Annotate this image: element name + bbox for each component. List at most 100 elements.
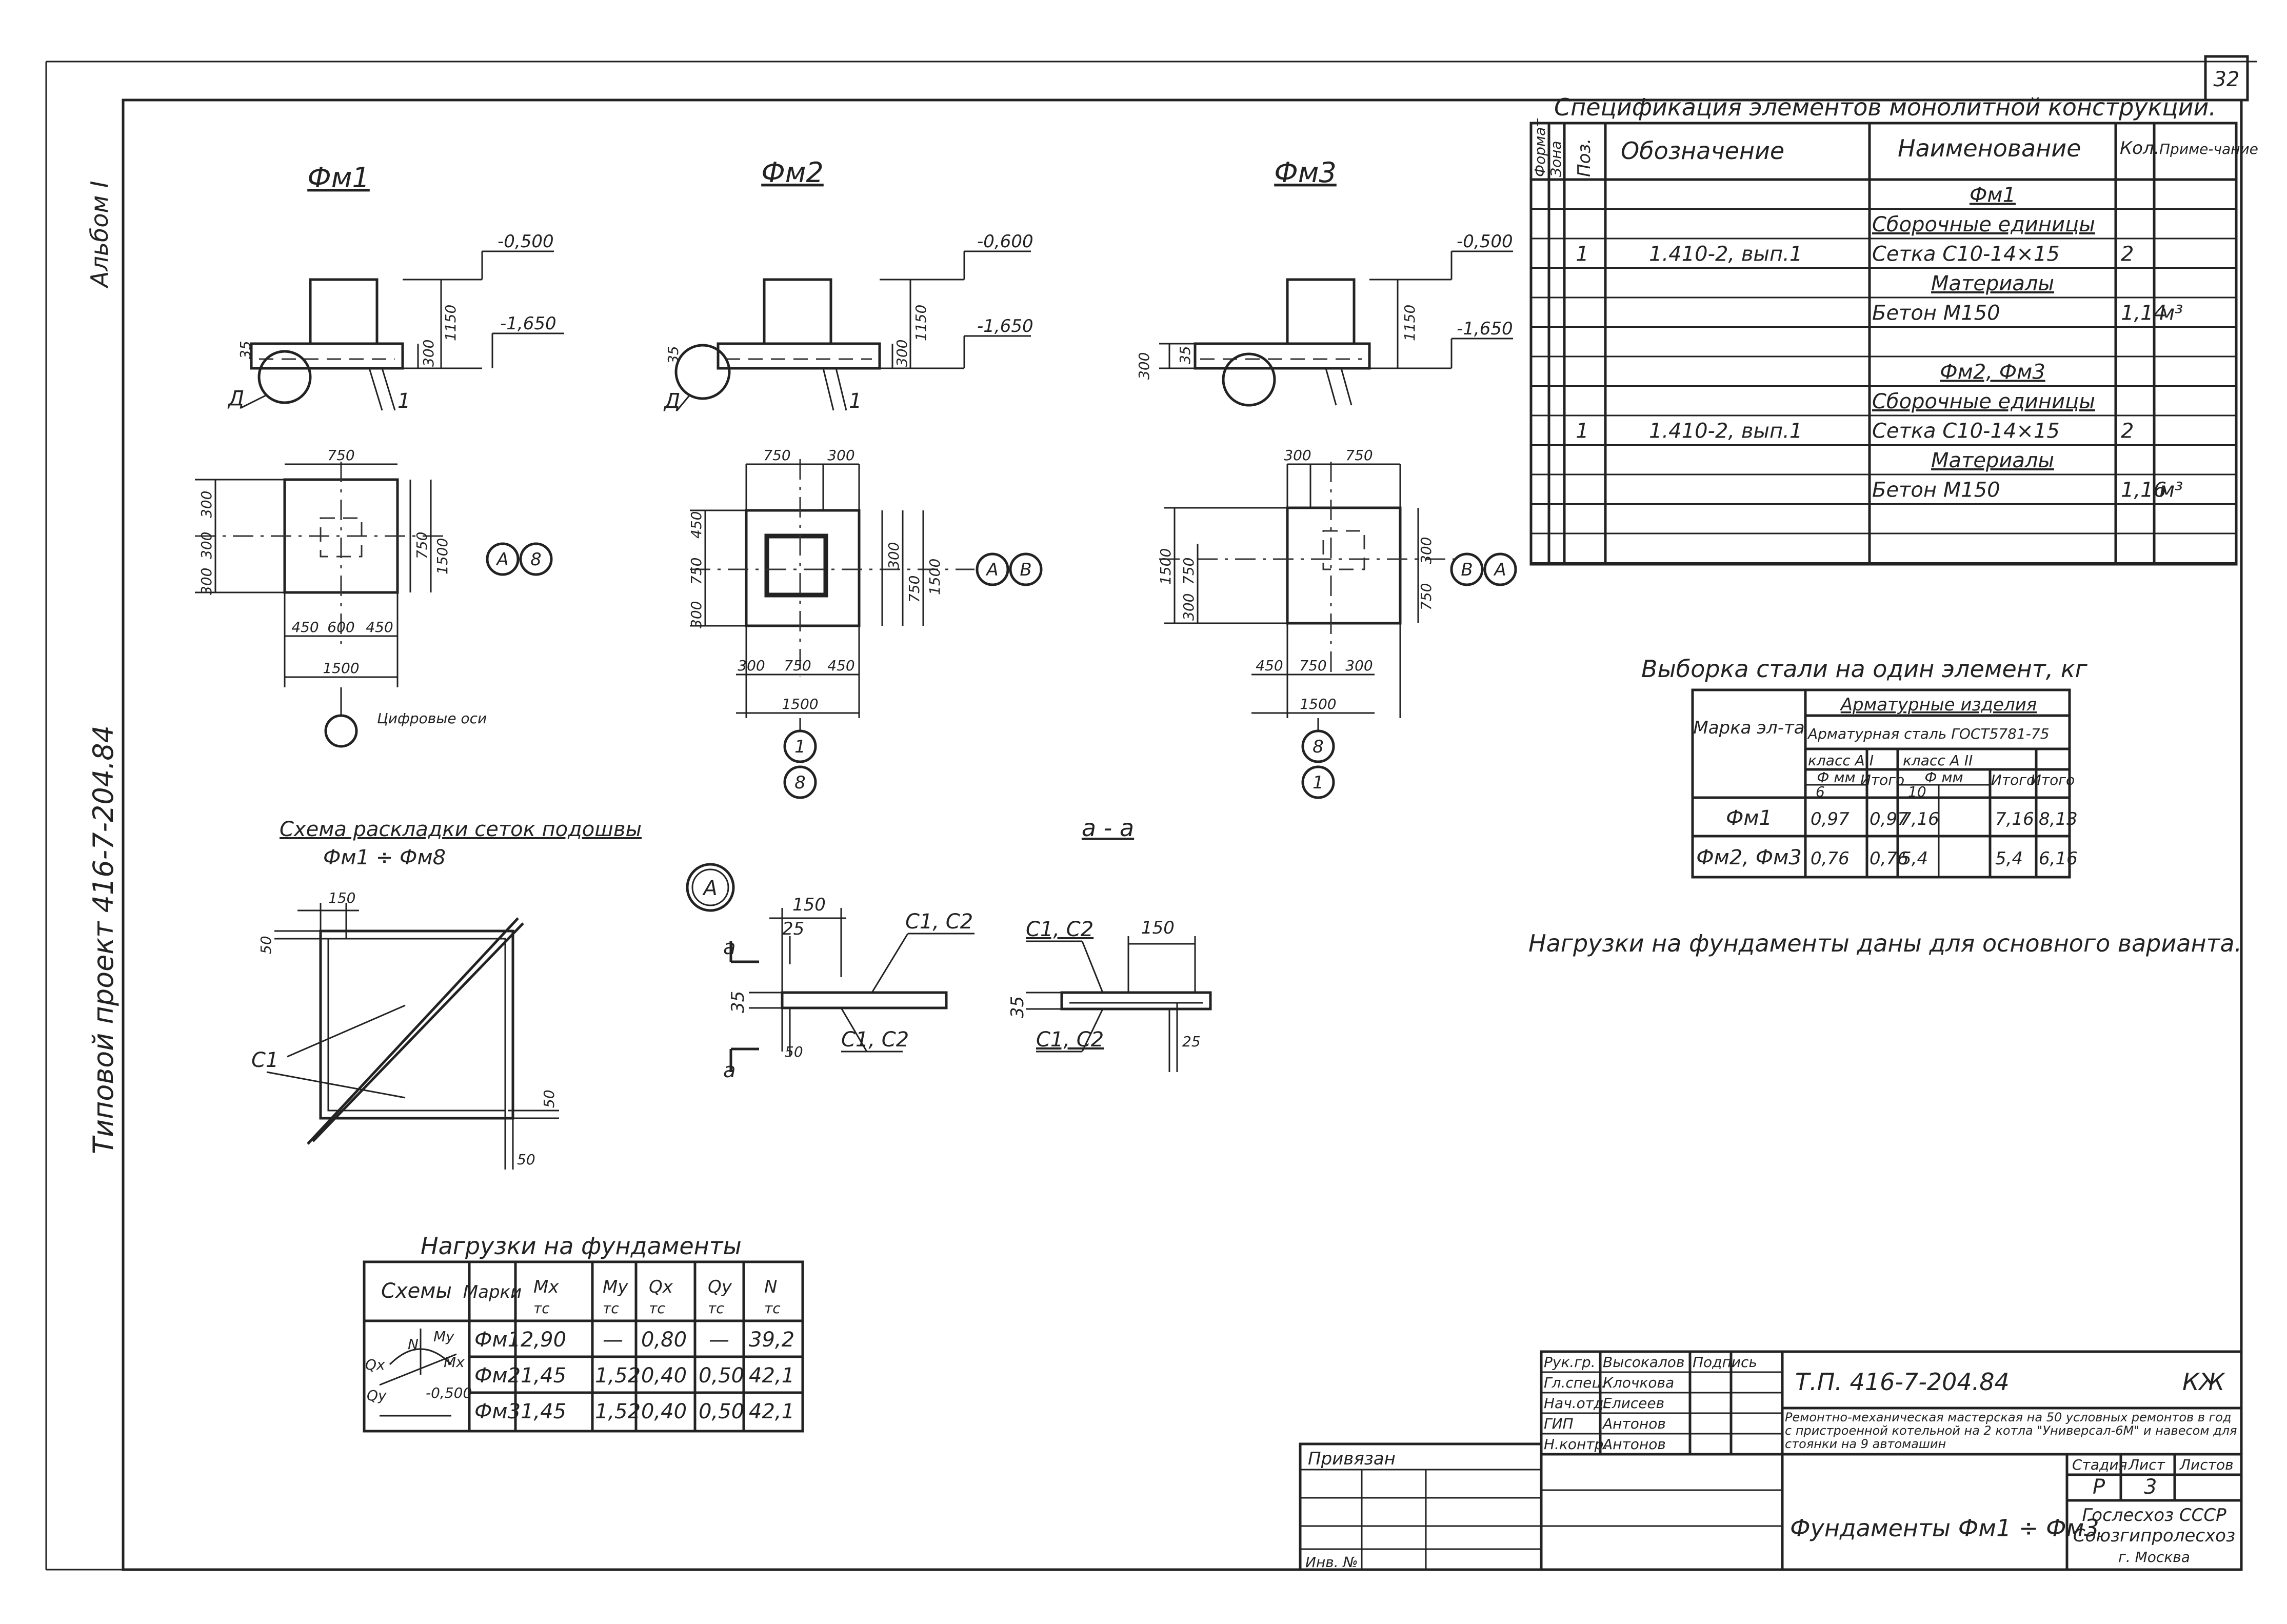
tb-binding: Привязан [1308,1449,1396,1469]
steel-row-total: 6,16 [2039,848,2078,869]
loads-u-qy: тс [708,1300,724,1317]
spec-row-name: Сетка С10-14×15 [1872,243,2060,266]
loads-row-my: 1,52 [595,1364,641,1388]
loads-h-mark: Марки [463,1282,522,1302]
fm2-left-dim: 35 [665,346,682,364]
fm3-axis-8: 8 [1312,737,1324,757]
fm3-plan-bot-2: 750 [1299,657,1326,674]
view-fm1: Фм1 -0,500 -1,650 1150 300 35 Д 1 750 3 [195,162,564,748]
loads-row-qy: — [709,1328,729,1352]
loads-scheme-mx: Mx [444,1354,465,1371]
mesh-dim-50c: 50 [517,1151,535,1168]
fm1-dim-h: 1150 [442,305,459,341]
tb-staff-role: Рук.гр. [1544,1354,1596,1371]
fm2-plan-right-b: 750 [906,576,923,603]
steel-h-d1: 6 [1816,783,1825,800]
loads-h-scheme: Схемы [381,1279,452,1303]
tb-sign-head: Подпись [1693,1354,1757,1371]
mesh-label-c1: С1 [251,1048,279,1072]
tb-description: Ремонтно-механическая мастерская на 50 у… [1785,1411,2237,1451]
spec-h-note: Приме-чание [2159,141,2258,157]
fm1-plan-left-b: 300 [198,532,215,559]
spec-row-pos: 1 [1576,420,1588,443]
steel-row-a2: 5,4 [1900,848,1928,869]
section-aa-label-bot: С1, С2 [1036,1028,1104,1052]
mesh-title: Схема раскладки сеток подошвы [280,818,642,841]
fm1-plan-bot-1: 450 [291,619,319,636]
fm1-plan-right-a: 750 [413,532,430,559]
spec-row-name: Сборочные единицы [1872,213,2095,236]
mesh-subtitle: Фм1 ÷ Фм8 [323,846,446,869]
loads-row-n: 42,1 [749,1364,794,1388]
fm1-label-d: Д [227,387,244,410]
loads-h-mx: Mx [533,1277,559,1297]
spec-h-pos: Поз. [1574,138,1595,177]
loads-scheme-my: My [433,1328,454,1345]
steel-h-total2: Итого [1991,771,2035,788]
fm3-plan-bot-3: 300 [1345,657,1373,674]
loads-h-my: My [603,1277,628,1297]
fm1-plan-top: 750 [327,447,354,464]
fm2-dim-h: 1150 [912,305,929,341]
fm2-plan-total: 1500 [782,696,818,712]
spec-row-name: Фм1 [1970,184,2016,207]
loads-table: Нагрузки на фундаменты Схемы Марки Mx My… [363,1232,804,1433]
fm1-axis-b: 8 [530,549,542,570]
tb-staff-row: ГИП Антонов [1544,1415,1666,1432]
loads-row: Фм1 2,90 — 0,80 — 39,2 [474,1328,794,1352]
spec-h-qty: Кол. [2120,138,2159,159]
fm1-label-1: 1 [397,389,410,413]
fm2-dim-slab: 300 [893,340,910,367]
spec-row-note: м³ [2159,479,2183,502]
spec-h-format: Формат [1532,118,1548,177]
loads-row-mark: Фм1 [474,1328,521,1352]
loads-row-my: 1,52 [595,1400,641,1423]
steel-h-class1: класс А I [1808,752,1874,769]
loads-row-qy: 0,50 [699,1400,744,1423]
tb-stage: Р [2093,1475,2105,1499]
node-a-dim-25: 25 [782,919,804,939]
loads-h-qx: Qx [649,1277,673,1297]
loads-u-qx: тс [649,1300,665,1317]
node-a: А 150 25 35 50 а а С1, С2 С1, С2 [686,863,975,1082]
spec-h-zone: Зона [1547,141,1564,177]
loads-h-qy: Qy [708,1277,732,1297]
spec-row-designation: 1.410-2, вып.1 [1649,243,1802,266]
loads-scheme-level: -0,500 [426,1384,472,1401]
tb-sheet-h: Лист [2128,1456,2165,1473]
fm3-plan-left-3: 300 [1180,593,1197,621]
tb-mark: КЖ [2182,1368,2226,1396]
fm2-axis-b: В [1020,560,1031,580]
fm2-plan-right-a: 300 [885,542,902,569]
fm2-plan-left-3: 300 [688,601,705,628]
loads-scheme-qx: Qx [365,1356,385,1373]
fm3-dim-h: 1150 [1401,305,1418,341]
steel-row-a1: 0,76 [1811,848,1850,869]
fm3-lvl-top: -0,500 [1457,231,1513,252]
fm3-dim-slab: 300 [1136,352,1152,380]
fm1-axis-a: А [495,549,508,570]
fm3-title: Фм3 [1274,156,1337,189]
title-block: Привязан Инв. № Подпись Рук.гр. Высокало… [1299,1350,2243,1571]
spec-row-designation: 1.410-2, вып.1 [1649,420,1802,443]
fm1-plan-bot-2: 600 [327,619,354,636]
tb-org-2: Союзгипролесхоз [2073,1526,2235,1546]
steel-row-t2: 5,4 [1995,848,2023,869]
steel-title: Выборка стали на один элемент, кг [1641,655,2088,683]
project-vertical-label: Типовой проект 416-7-204.84 [87,725,120,1154]
loads-h-n: N [764,1277,777,1297]
steel-row-mark: Фм2, Фм3 [1696,846,1802,869]
tb-staff-name: Высокалов [1603,1354,1684,1371]
spec-row-name: Фм2, Фм3 [1940,361,2045,384]
fm2-axis-8: 8 [794,773,806,793]
node-a-circle-label: А [702,877,717,900]
tb-sheet: 3 [2144,1475,2157,1499]
node-a-label-bot: С1, С2 [841,1028,909,1052]
loads-row: Фм3 1,45 1,52 0,40 0,50 42,1 [474,1400,794,1423]
fm2-plan-top-2: 300 [827,447,854,464]
section-aa-label-top: С1, С2 [1026,918,1093,941]
node-a-sec-a-bot: а [723,1059,736,1082]
tb-staff-row: Н.контр. Антонов [1544,1436,1666,1453]
spec-row-qty: 1,14 [2121,302,2166,325]
spec-row-qty: 1,16 [2121,479,2166,502]
